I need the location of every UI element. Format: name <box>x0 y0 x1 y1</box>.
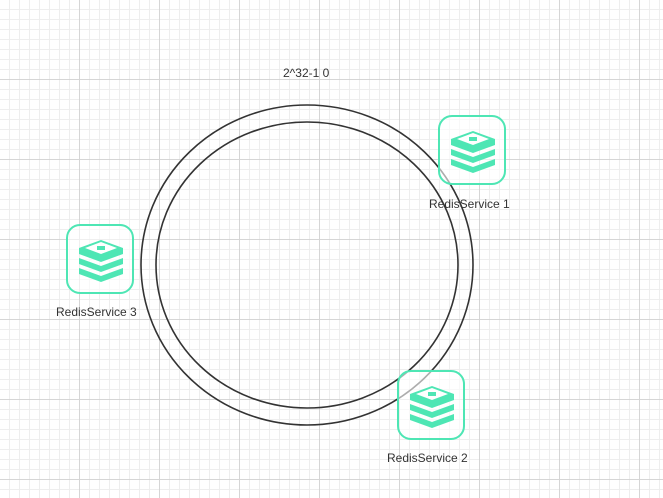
ring-range-label: 2^32-1 0 <box>283 66 330 80</box>
redis-stack-icon <box>397 370 465 440</box>
redis-stack-icon <box>438 115 506 185</box>
node-label: RedisService 1 <box>429 197 510 211</box>
node-label: RedisService 2 <box>387 451 468 465</box>
redis-stack-icon <box>66 224 134 294</box>
node-label: RedisService 3 <box>56 305 137 319</box>
hash-ring-outer <box>140 104 474 426</box>
hash-ring-inner <box>155 121 459 409</box>
